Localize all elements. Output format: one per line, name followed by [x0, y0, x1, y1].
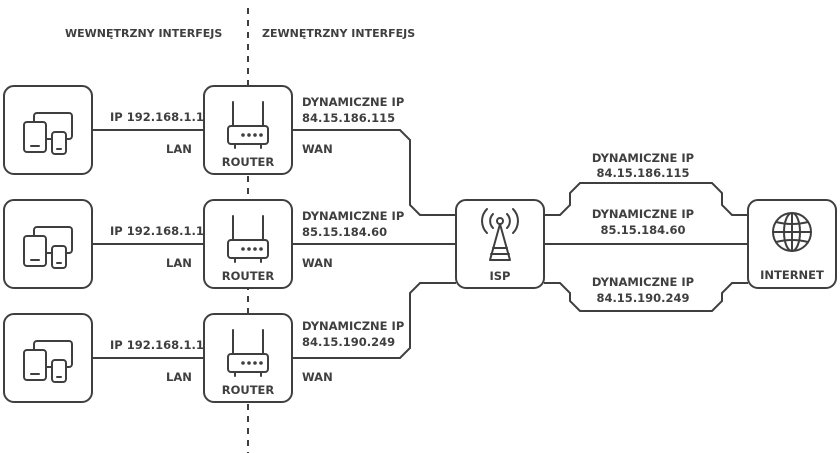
lan-label: LAN	[166, 370, 192, 384]
internet-node: INTERNET	[747, 199, 837, 289]
header-external: ZEWNĘTRZNY INTERFEJS	[262, 27, 415, 40]
lan-label: LAN	[166, 256, 192, 270]
devices-box-1	[3, 85, 93, 175]
isp-internet-line-3	[544, 282, 748, 312]
lan-ip-label: IP 192.168.1.1	[110, 338, 204, 352]
network-row-1: IP 192.168.1.1 LAN ROUTER DYNAMICZNE IP …	[3, 85, 404, 175]
isp-internet-line-1	[544, 182, 748, 216]
router-label: ROUTER	[222, 155, 275, 169]
wan-label: WAN	[302, 370, 333, 384]
router-box-3	[203, 313, 293, 403]
link-3-title: DYNAMICZNE IP	[592, 275, 694, 289]
wan-ip-address: 85.15.184.60	[302, 225, 387, 239]
isp-box	[455, 199, 545, 289]
wan-dynamic-ip-title: DYNAMICZNE IP	[302, 209, 404, 223]
wan-dynamic-ip-title: DYNAMICZNE IP	[302, 95, 404, 109]
lan-ip-label: IP 192.168.1.1	[110, 110, 204, 124]
devices-box-3	[3, 313, 93, 403]
devices-box-2	[3, 199, 93, 289]
link-1-ip: 84.15.186.115	[596, 166, 689, 180]
wan-ip-address: 84.15.186.115	[302, 111, 395, 125]
isp-label: ISP	[490, 269, 511, 283]
link-2-ip: 85.15.184.60	[600, 223, 685, 237]
lan-ip-label: IP 192.168.1.1	[110, 224, 204, 238]
router-box-1	[203, 85, 293, 175]
wan-label: WAN	[302, 256, 333, 270]
connection-lines	[92, 129, 748, 359]
wan-line-3	[292, 282, 456, 359]
link-2-title: DYNAMICZNE IP	[592, 207, 694, 221]
router-box-2	[203, 199, 293, 289]
network-row-3: IP 192.168.1.1 LAN ROUTER DYNAMICZNE IP …	[3, 313, 404, 403]
router-label: ROUTER	[222, 269, 275, 283]
isp-node: ISP	[455, 199, 545, 289]
network-row-2: IP 192.168.1.1 LAN ROUTER DYNAMICZNE IP …	[3, 199, 404, 289]
wan-dynamic-ip-title: DYNAMICZNE IP	[302, 319, 404, 333]
wan-ip-address: 84.15.190.249	[302, 335, 395, 349]
router-label: ROUTER	[222, 383, 275, 397]
header-internal: WEWNĘTRZNY INTERFEJS	[65, 27, 222, 40]
wan-label: WAN	[302, 142, 333, 156]
lan-label: LAN	[166, 142, 192, 156]
wan-line-1	[292, 129, 456, 216]
globe-icon	[772, 212, 812, 252]
link-1-title: DYNAMICZNE IP	[592, 151, 694, 165]
antenna-icon	[481, 208, 519, 261]
link-3-ip: 84.15.190.249	[596, 291, 689, 305]
internet-label: INTERNET	[760, 268, 824, 282]
